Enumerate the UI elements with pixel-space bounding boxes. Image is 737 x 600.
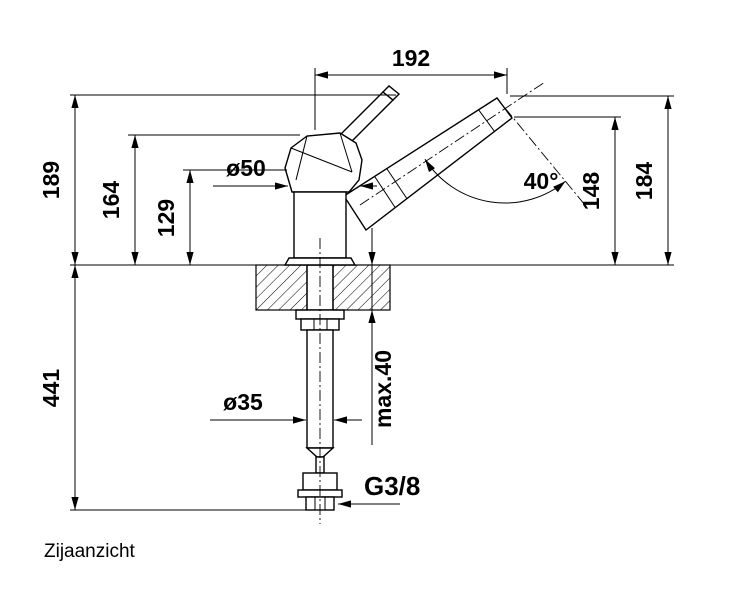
faucet-head bbox=[284, 132, 363, 193]
dimension-dia35: ø35 bbox=[210, 389, 362, 424]
counter-left-block bbox=[255, 264, 308, 311]
angle-arc bbox=[424, 158, 566, 204]
dim-label-thread: G3/8 bbox=[364, 471, 420, 501]
dim-label-184: 184 bbox=[631, 162, 657, 201]
lever-tip bbox=[381, 85, 401, 101]
dimension-192: 192 bbox=[315, 45, 507, 79]
faucet-undercounter-assembly bbox=[295, 264, 345, 511]
view-caption: Zijaanzicht bbox=[44, 541, 136, 562]
spout-axis-centerline bbox=[359, 81, 546, 206]
extension-lines bbox=[70, 68, 674, 511]
dim-label-148: 148 bbox=[578, 172, 604, 211]
angle-reference-centerline bbox=[504, 107, 586, 206]
dim-label-dia35: ø35 bbox=[223, 389, 263, 415]
dim-label-441: 441 bbox=[38, 369, 64, 408]
spout-joint-ring bbox=[374, 176, 396, 208]
dim-label-192: 192 bbox=[392, 45, 430, 71]
dim-label-129: 129 bbox=[153, 199, 179, 237]
dimension-189: 189 bbox=[38, 95, 79, 265]
dimension-angle-40: 40° bbox=[359, 81, 586, 206]
dim-label-164: 164 bbox=[98, 181, 124, 220]
head-facet-line bbox=[290, 147, 353, 173]
head-facet-line bbox=[295, 135, 308, 181]
dimension-dia50: ø50 bbox=[213, 155, 377, 190]
spout-joint-ring bbox=[386, 168, 408, 199]
dim-label-max40: max.40 bbox=[370, 350, 396, 428]
dim-label-dia50: ø50 bbox=[226, 155, 266, 181]
dimension-129: 129 bbox=[153, 170, 194, 265]
dimension-148: 148 bbox=[578, 117, 619, 265]
dimension-164: 164 bbox=[98, 135, 139, 265]
dimension-g38: G3/8 bbox=[338, 471, 420, 508]
dim-label-angle: 40° bbox=[524, 168, 559, 194]
dimension-441: 441 bbox=[38, 265, 79, 510]
dimension-184: 184 bbox=[631, 96, 672, 265]
head-facet-line bbox=[339, 132, 353, 173]
counter-right-block bbox=[332, 264, 391, 311]
countertop-hatch bbox=[255, 264, 391, 311]
dimension-max40: max.40 bbox=[368, 228, 396, 445]
dim-label-189: 189 bbox=[38, 161, 64, 199]
